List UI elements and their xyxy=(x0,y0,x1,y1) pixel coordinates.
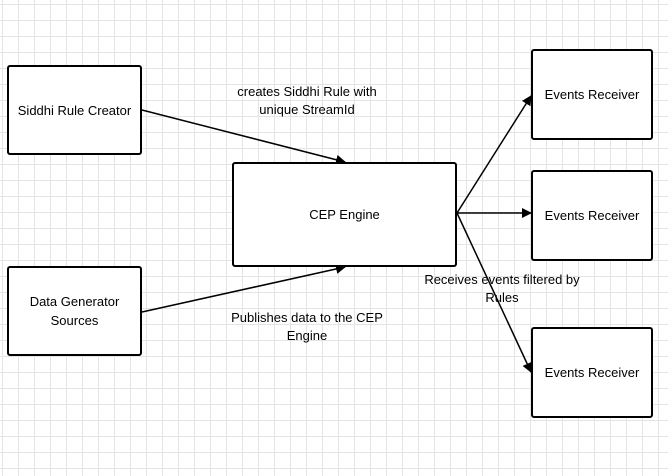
events-receiver-top-label: Events Receiver xyxy=(544,87,640,102)
publishes-data-edge-label: Publishes data to the CEP Engine xyxy=(231,310,383,343)
cep-engine-label: CEP Engine xyxy=(309,207,380,222)
arrow-cep-to-receiver-bottom xyxy=(456,212,532,373)
arrow-rule-creator-to-cep xyxy=(141,109,346,165)
events-receiver-bottom-label: Events Receiver xyxy=(544,365,640,380)
cep-engine-box[interactable]: CEP Engine xyxy=(232,162,457,267)
arrow-cep-to-receiver-top xyxy=(456,95,532,214)
events-receiver-middle-box[interactable]: Events Receiver xyxy=(531,170,653,261)
siddhi-rule-creator-box[interactable]: Siddhi Rule Creator xyxy=(7,65,142,155)
receives-events-edge-label: Receives events filtered by Rules xyxy=(424,272,580,305)
creates-rule-edge-label: creates Siddhi Rule with unique StreamId xyxy=(237,84,377,117)
data-generator-box[interactable]: Data Generator Sources xyxy=(7,266,142,356)
events-receiver-middle-label: Events Receiver xyxy=(544,208,640,223)
arrow-data-generator-to-cep xyxy=(141,264,346,313)
events-receiver-bottom-box[interactable]: Events Receiver xyxy=(531,327,653,418)
data-generator-label: Data Generator Sources xyxy=(29,294,120,328)
events-receiver-top-box[interactable]: Events Receiver xyxy=(531,49,653,140)
siddhi-rule-creator-label: Siddhi Rule Creator xyxy=(17,102,132,118)
